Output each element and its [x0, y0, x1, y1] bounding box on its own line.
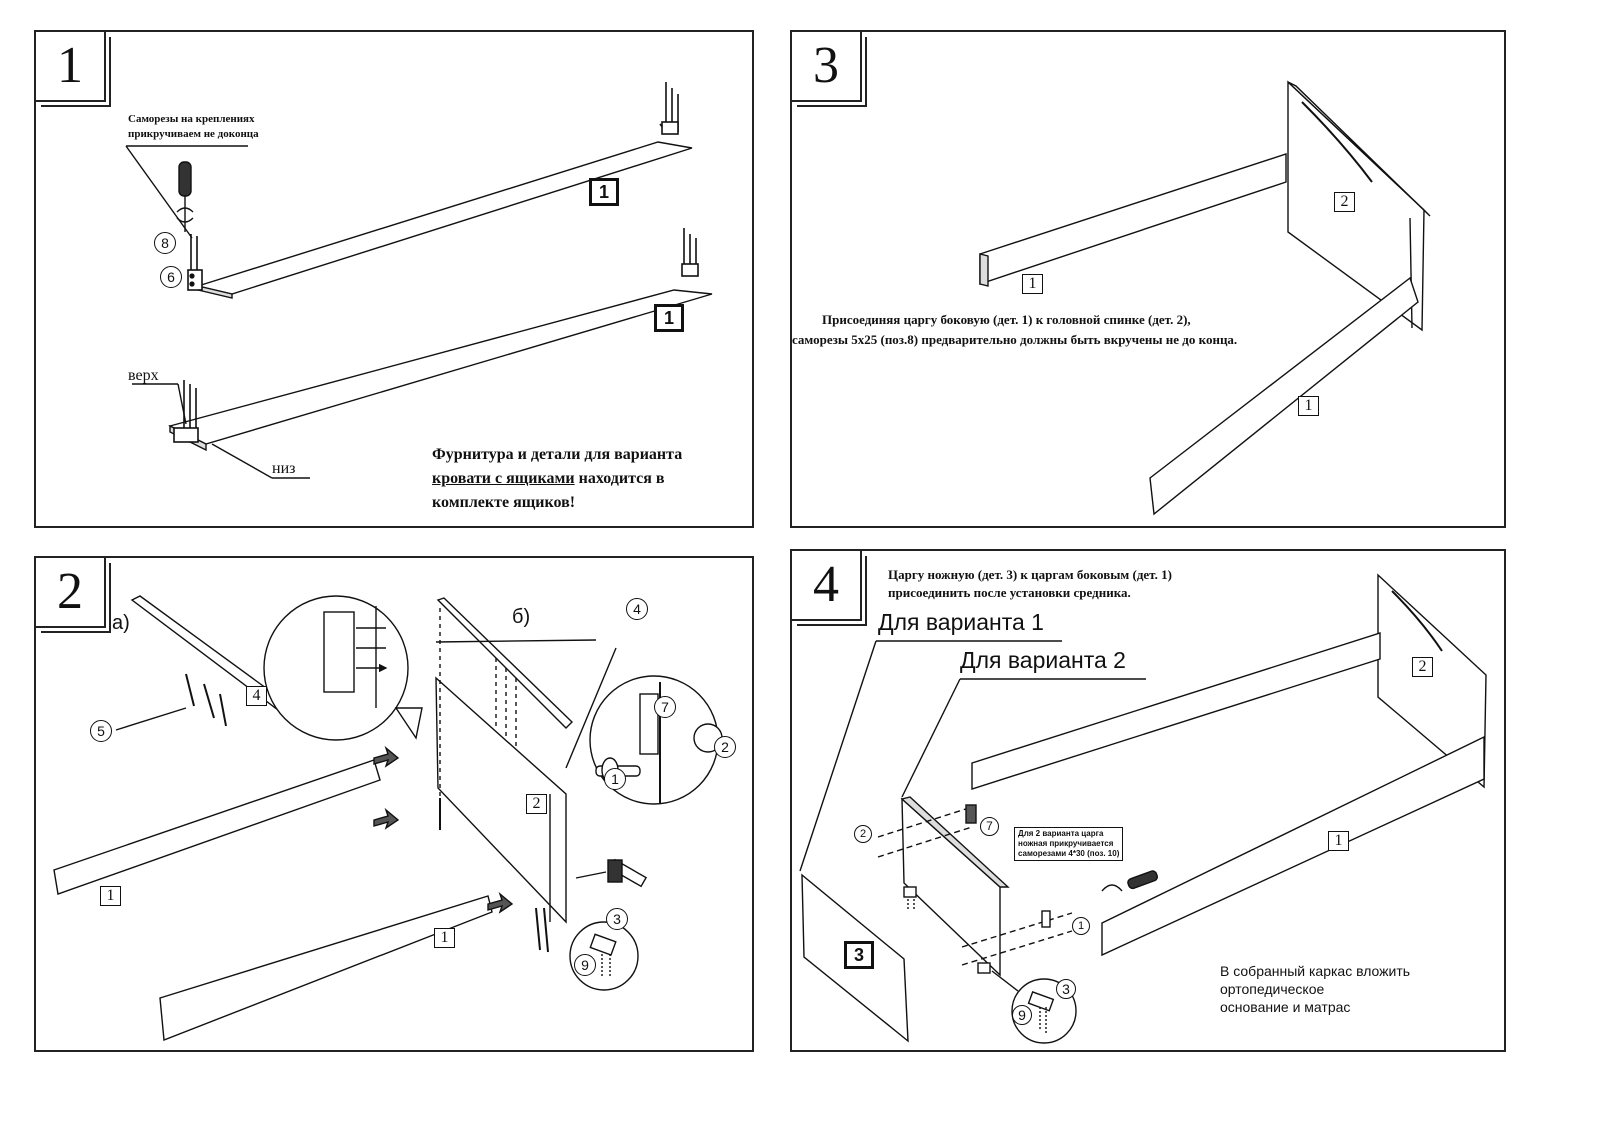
drawers-note-line2: кровати с ящиками находится в: [432, 468, 665, 489]
part-1-label-lower: 1: [654, 304, 684, 332]
position-8-marker: 8: [154, 232, 176, 254]
position-3-marker: 3: [606, 908, 628, 930]
position-7-marker: 7: [980, 817, 999, 836]
position-7-marker: 7: [654, 696, 676, 718]
step-number: 3: [792, 32, 862, 102]
screws-note-line2: прикручиваем не доконца: [128, 128, 259, 140]
position-6-marker: 6: [160, 266, 182, 288]
drawers-note-underlined: кровати с ящиками: [432, 470, 575, 487]
final-note-line2: ортопедическое: [1220, 981, 1325, 997]
variant-2-note-line2: ножная прикручивается: [1018, 839, 1114, 848]
step-2-panel: 2: [34, 556, 754, 1052]
position-4-marker: 4: [626, 598, 648, 620]
variant-2-title: Для варианта 2: [960, 647, 1126, 673]
label-bottom: низ: [272, 460, 296, 477]
step-3-note-line1: Присоединяя царгу боковую (дет. 1) к гол…: [822, 312, 1191, 327]
position-1-marker: 1: [604, 768, 626, 790]
part-1-label-upper: 1: [1022, 274, 1043, 294]
variant-1-title: Для варианта 1: [878, 609, 1044, 635]
step-3-note-line2: саморезы 5х25 (поз.8) предварительно дол…: [792, 332, 1238, 347]
position-5-marker: 5: [90, 720, 112, 742]
part-1-label-lower: 1: [1298, 396, 1319, 416]
screws-note-line1: Саморезы на креплениях: [128, 113, 255, 125]
variant-2-note: Для 2 варианта царга ножная прикручивает…: [1014, 827, 1124, 861]
drawers-note-line1: Фурнитура и детали для варианта: [432, 446, 683, 463]
part-2-label: 2: [1334, 192, 1355, 212]
step-number: 2: [36, 558, 106, 628]
label-b: б): [512, 606, 531, 628]
position-1-marker: 1: [1072, 917, 1090, 935]
position-2-marker: 2: [854, 825, 872, 843]
label-top: верх: [128, 367, 159, 384]
step-4-note-line1: Царгу ножную (дет. 3) к царгам боковым (…: [888, 567, 1172, 582]
part-1-label-upper: 1: [589, 178, 619, 206]
final-note-line3: основание и матрас: [1220, 999, 1351, 1015]
step-1-panel: 1: [34, 30, 754, 528]
step-1-drawing: [125, 82, 713, 479]
variant-2-note-line1: Для 2 варианта царга: [1018, 829, 1104, 838]
drawers-note-rest: находится в: [578, 470, 665, 487]
position-2-marker: 2: [714, 736, 736, 758]
part-1-label: 1: [1328, 831, 1349, 851]
part-2-label: 2: [1412, 657, 1433, 677]
step-number: 4: [792, 551, 862, 621]
position-3-marker: 3: [1056, 979, 1076, 999]
final-note-line1: В собранный каркас вложить: [1220, 963, 1411, 979]
position-9-marker: 9: [1012, 1005, 1032, 1025]
part-1-label-left: 1: [100, 886, 121, 906]
step-number: 1: [36, 32, 106, 102]
part-2-label: 2: [526, 794, 547, 814]
drawers-note-line3: комплекте ящиков!: [432, 494, 576, 511]
step-4-panel: 4: [790, 549, 1506, 1052]
step-3-panel: 3 2 1 1 Присоединяя царгу боковую (дет. …: [790, 30, 1506, 528]
part-4-label: 4: [246, 686, 267, 706]
part-3-label: 3: [844, 941, 874, 969]
step-4-note-line2: присоединить после установки средника.: [888, 585, 1131, 600]
part-1-label-bottom: 1: [434, 928, 455, 948]
label-a: а): [112, 612, 130, 634]
variant-2-note-line3: саморезами 4*30 (поз. 10): [1018, 849, 1120, 858]
step-3-drawing: [979, 80, 1431, 516]
step-2-drawing: [53, 595, 723, 1041]
position-9-marker: 9: [574, 954, 596, 976]
